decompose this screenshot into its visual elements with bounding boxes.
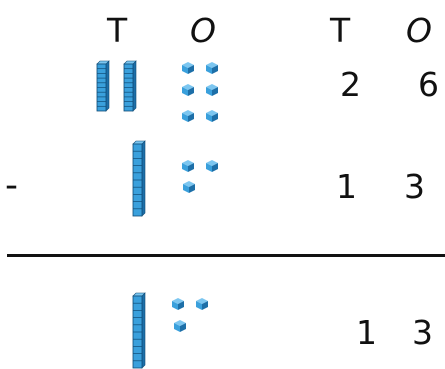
row1-ones-digit: 6 xyxy=(418,65,439,104)
row3-unit-cube xyxy=(196,298,208,310)
row2-tens-digit: 1 xyxy=(336,167,357,206)
header-blocks-tens: T xyxy=(107,11,128,50)
row2-unit-cube xyxy=(206,160,218,172)
row1-unit-cube xyxy=(206,110,218,122)
header-digits-ones: O xyxy=(406,11,432,50)
row3-unit-cube xyxy=(172,298,184,310)
row1-tens-rod xyxy=(96,60,110,112)
row2-unit-cube xyxy=(182,160,194,172)
row3-unit-cube xyxy=(174,320,186,332)
row1-unit-cube xyxy=(206,62,218,74)
row2-tens-rod xyxy=(132,140,146,217)
header-blocks-ones: O xyxy=(190,11,216,50)
header-digits-tens: T xyxy=(330,11,351,50)
answer-rule xyxy=(7,254,445,257)
row2-ones-digit: 3 xyxy=(404,167,425,206)
result-tens-digit: 1 xyxy=(356,313,377,352)
row1-unit-cube xyxy=(182,110,194,122)
row2-unit-cube xyxy=(183,181,195,193)
minus-operator: - xyxy=(5,165,18,206)
row1-unit-cube xyxy=(182,84,194,96)
row1-unit-cube xyxy=(182,62,194,74)
row1-tens-rod xyxy=(123,60,137,112)
row3-tens-rod xyxy=(132,292,146,369)
row1-tens-digit: 2 xyxy=(340,65,361,104)
row1-unit-cube xyxy=(206,84,218,96)
result-ones-digit: 3 xyxy=(412,313,433,352)
